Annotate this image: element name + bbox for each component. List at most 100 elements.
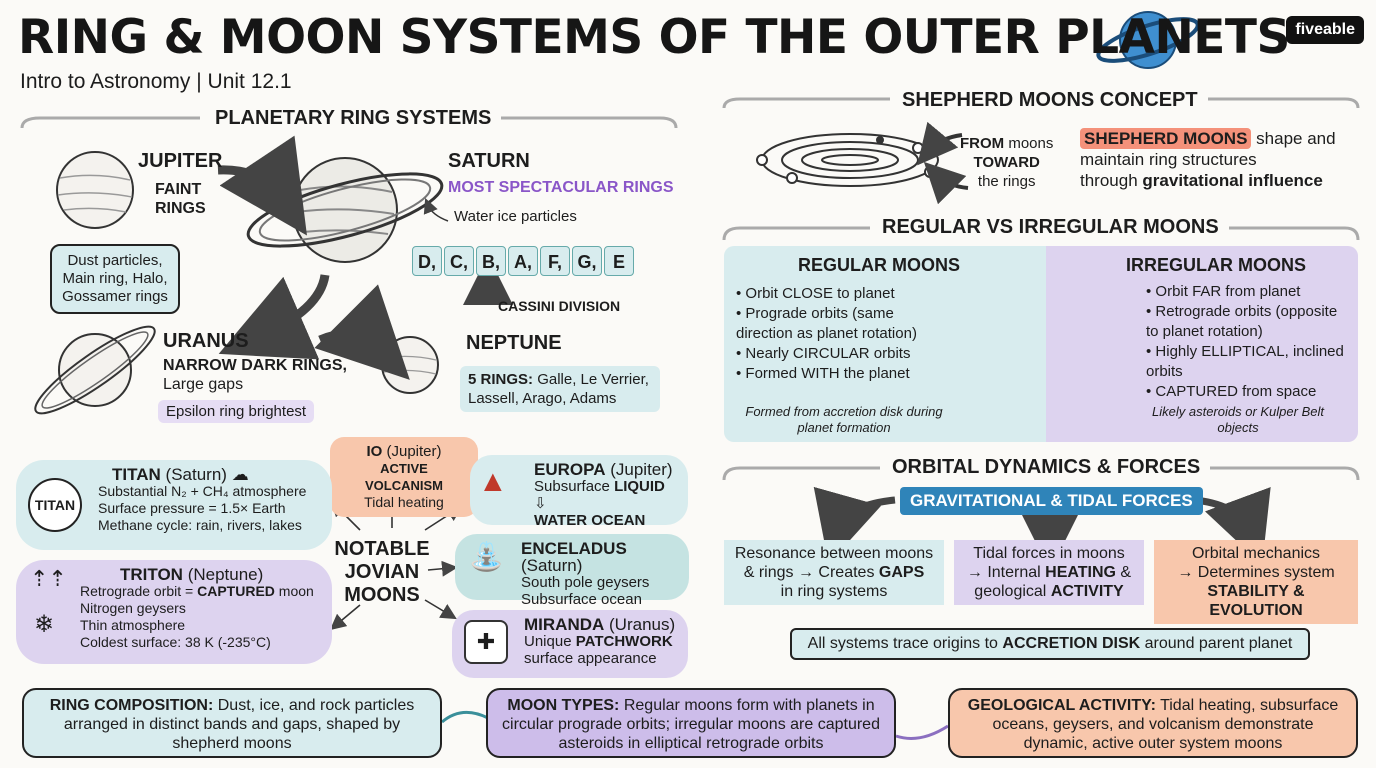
neptune-planet-icon: [381, 336, 439, 394]
regular-note: Formed from accretion disk during planet…: [745, 404, 943, 435]
accretion-disk-box: All systems trace origins to ACCRETION D…: [790, 628, 1310, 660]
resonance-line1: Resonance between moons: [734, 545, 934, 562]
uranus-rings-box: Epsilon ring brightest: [158, 400, 315, 423]
uranus-planet-icon: [34, 325, 156, 415]
tidal-line1: Tidal forces in moons: [973, 545, 1125, 562]
accretion-text1: All systems trace origins to: [807, 635, 998, 652]
enceladus-line2: Subsurface ocean: [521, 591, 642, 608]
triton-line1-end: moon: [278, 583, 314, 599]
shepherd-text2: maintain ring structures: [1080, 150, 1257, 169]
triton-parent: (Neptune): [187, 565, 264, 584]
triton-line1-bold: CAPTURED: [197, 583, 275, 599]
cloud-rain-icon: ☁: [231, 465, 249, 484]
jupiter-desc: FAINT RINGS: [155, 181, 206, 217]
triton-line3: Thin atmosphere: [80, 617, 186, 633]
irregular-list: Orbit FAR from planetRetrograde orbits (…: [1146, 282, 1352, 402]
page-title: RING & MOON SYSTEMS OF THE OUTER PLANETS: [18, 10, 1290, 65]
triton-line4: Coldest surface: 38 K (-235°C): [80, 634, 271, 650]
ring-letter: E: [604, 246, 634, 276]
footer-connector-1: [441, 710, 489, 724]
io-line1: ACTIVE VOLCANISM: [365, 461, 443, 493]
mechanics-line2: → Determines system: [1177, 564, 1335, 581]
tidal-amp: &: [1120, 564, 1132, 581]
titan-line3: Methane cycle: rain, rivers, lakes: [98, 517, 302, 533]
titan-badge: TITAN: [28, 478, 82, 532]
moon-types-box: MOON TYPES: Regular moons form with plan…: [486, 688, 896, 758]
shepherd-heading: SHEPHERD MOONS CONCEPT: [892, 89, 1208, 112]
shepherd-tag: SHEPHERD MOONS: [1080, 128, 1252, 149]
europa-line1-bold: LIQUID: [614, 478, 665, 495]
footer-connector-2: [895, 724, 949, 740]
europa-card: ▲ EUROPA (Jupiter) Subsurface LIQUID ⇩ W…: [470, 455, 688, 529]
titan-parent: (Saturn): [165, 465, 227, 484]
shepherd-rings: the rings: [977, 173, 1036, 190]
tidal-heating: HEATING: [1045, 564, 1116, 581]
miranda-line2: surface appearance: [524, 650, 657, 667]
miranda-card: ✚ MIRANDA (Uranus) Unique PATCHWORK surf…: [452, 610, 688, 678]
list-item: Orbit FAR from planet: [1146, 282, 1352, 302]
uranus-desc-text: Large gaps: [163, 376, 244, 393]
jupiter-rings-box: Dust particles, Main ring, Halo, Gossame…: [50, 244, 180, 314]
enceladus-name: ENCELADUS: [521, 539, 627, 558]
ring-letter: C,: [444, 246, 474, 276]
regular-title: REGULAR MOONS: [798, 255, 960, 275]
shepherd-text1: shape and: [1256, 129, 1336, 148]
ring-letter: D,: [412, 246, 442, 276]
shepherd-from-moons: moons: [1008, 135, 1054, 152]
jupiter-label: JUPITER: [138, 150, 223, 172]
list-item: CAPTURED from space: [1146, 382, 1352, 402]
saturn-label: SATURN: [448, 150, 530, 172]
moon-types-label: MOON TYPES:: [507, 697, 620, 714]
resonance-box: Resonance between moons & rings → Create…: [724, 540, 944, 605]
triton-line1: Retrograde orbit =: [80, 583, 194, 599]
io-card: IO (Jupiter) ACTIVE VOLCANISM Tidal heat…: [330, 437, 478, 517]
mechanics-line1: Orbital mechanics: [1191, 545, 1321, 562]
arrow-forces-left: [813, 486, 896, 564]
enceladus-parent: (Saturn): [521, 556, 583, 575]
shepherd-rings-diagram: [756, 121, 969, 205]
saturn-planet-icon: [246, 157, 444, 263]
ring-letter: F,: [540, 246, 570, 276]
europa-line2: WATER OCEAN: [534, 512, 646, 529]
arrow-water-ice: [423, 198, 449, 222]
neptune-rings-names: Galle, Le Verrier, Lassell, Arago, Adams: [468, 371, 649, 407]
shepherd-text3-bold: gravitational influence: [1142, 171, 1323, 190]
europa-line1: Subsurface: [534, 478, 610, 495]
tidal-line3: geological: [974, 583, 1047, 600]
titan-card: TITAN TITAN (Saturn) ☁ Substantial N₂ + …: [16, 460, 332, 550]
io-line2: Tidal heating: [364, 494, 444, 510]
uranus-desc: NARROW DARK RINGS, Large gaps: [163, 356, 347, 394]
list-item: Highly ELLIPTICAL, inclined orbits: [1146, 342, 1352, 382]
ring-composition-label: RING COMPOSITION:: [49, 697, 214, 714]
list-item: Prograde orbits (same direction as plane…: [736, 304, 946, 344]
jupiter-planet-icon: [56, 151, 134, 229]
volcano-icon: ▲: [478, 465, 508, 498]
miranda-name: MIRANDA: [524, 615, 605, 634]
fiveable-logo: fiveable: [1286, 16, 1364, 44]
triton-name: TRITON: [120, 565, 183, 584]
shepherd-text3: through: [1080, 171, 1138, 190]
titan-line2: Surface pressure = 1.5× Earth: [98, 500, 286, 516]
arrow-uranus-neptune: [314, 284, 410, 380]
title-planet-icon: [1096, 11, 1200, 69]
tidal-box: Tidal forces in moons → Internal HEATING…: [954, 540, 1144, 605]
enceladus-line1: South pole geysers: [521, 574, 650, 591]
snowflake-icon: ❄: [34, 611, 55, 638]
puzzle-icon: ✚: [464, 620, 508, 664]
arrow-saturn-uranus: [218, 274, 330, 360]
geyser-arrows-icon: ⇡⇡: [30, 566, 67, 591]
cassini-division-label: CASSINI DIVISION: [498, 298, 621, 314]
jovian-moons-center: NOTABLE JOVIAN MOONS: [334, 538, 430, 606]
resonance-line2: & rings → Creates: [743, 564, 875, 581]
miranda-line1-bold: PATCHWORK: [575, 633, 673, 650]
geological-activity-label: GEOLOGICAL ACTIVITY:: [967, 697, 1156, 714]
saturn-ring-letters: D,C,B,A,F,G,E: [412, 246, 636, 276]
list-item: Formed WITH the planet: [736, 364, 946, 384]
tidal-line2: → Internal: [966, 564, 1041, 581]
regular-irregular-heading: REGULAR VS IRREGULAR MOONS: [872, 216, 1229, 239]
geological-activity-box: GEOLOGICAL ACTIVITY: Tidal heating, subs…: [948, 688, 1358, 758]
uranus-label: URANUS: [163, 330, 249, 352]
miranda-line1: Unique: [524, 633, 572, 650]
geyser-icon: ⛲: [469, 541, 504, 572]
titan-name: TITAN: [112, 465, 161, 484]
